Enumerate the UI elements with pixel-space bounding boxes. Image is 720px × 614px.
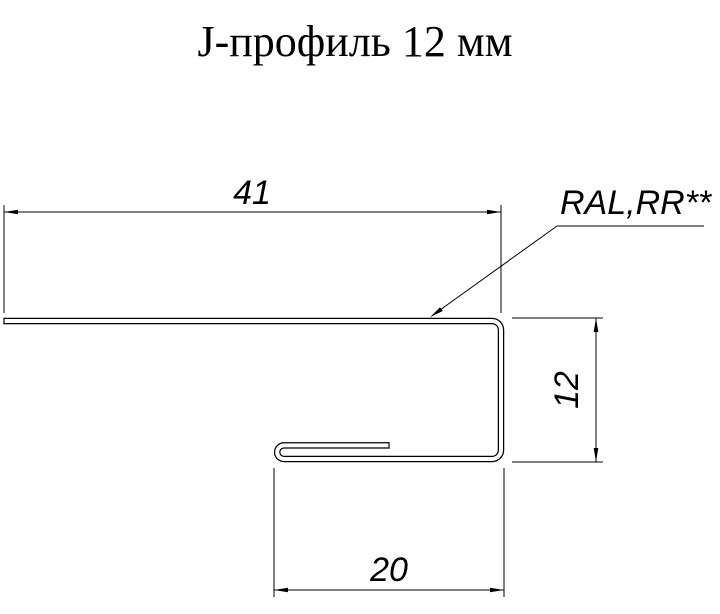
dimension-label-right-height: 12 <box>548 371 586 409</box>
arrowhead <box>490 587 504 593</box>
dimension-right-height: 12 <box>512 317 603 463</box>
dimension-label-top-width: 41 <box>233 174 271 212</box>
arrowhead <box>593 448 599 462</box>
leader-coating: RAL,RR** <box>430 184 713 318</box>
drawing-title: J-профиль 12 мм <box>197 17 512 66</box>
coating-label: RAL,RR** <box>560 184 713 222</box>
dimension-label-bottom-width: 20 <box>369 551 408 589</box>
arrowhead <box>274 587 288 593</box>
profile-sheet-inner <box>4 319 503 461</box>
profile-outline <box>3 317 505 463</box>
arrowhead <box>593 318 599 332</box>
arrowhead <box>430 307 443 318</box>
arrowhead <box>4 209 18 215</box>
dimension-top-width: 41 <box>3 174 502 313</box>
profile-sheet-outer <box>4 317 505 463</box>
arrowhead <box>487 209 501 215</box>
dimension-bottom-width: 20 <box>273 468 505 597</box>
leader-line <box>432 225 558 316</box>
